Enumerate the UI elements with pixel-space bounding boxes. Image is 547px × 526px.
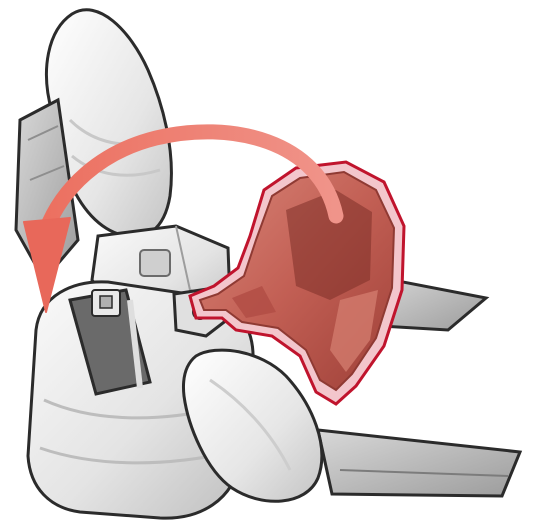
diagram-canvas [0, 0, 547, 526]
illustration-svg [0, 0, 547, 526]
